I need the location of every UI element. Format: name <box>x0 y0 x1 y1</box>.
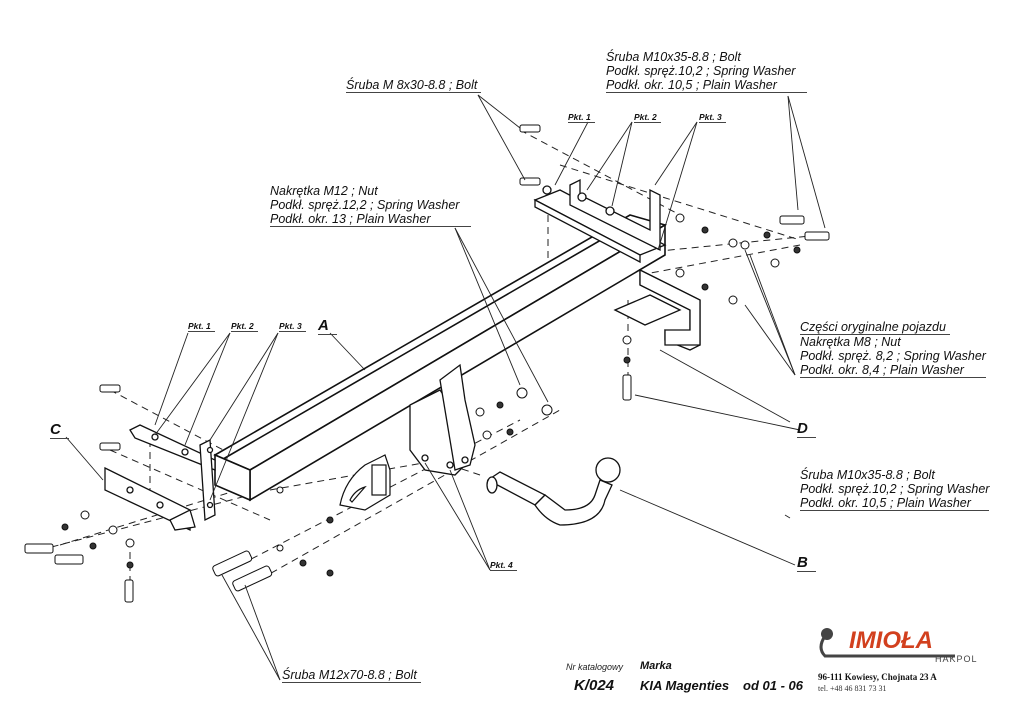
part-letter-d: D <box>797 420 816 438</box>
pkt-2-top: Pkt. 2 <box>634 112 661 123</box>
main-crossbar-a <box>213 214 668 502</box>
nut-m12-label: Nakrętka M12 ; Nut Podkł. spręż.12,2 ; S… <box>270 184 471 227</box>
pkt-1-left: Pkt. 1 <box>188 321 215 332</box>
hanger-plates <box>409 363 476 476</box>
pkt-1-top: Pkt. 1 <box>568 112 595 123</box>
part-letter-a: A <box>318 317 337 335</box>
bolt-m10-bottom-label: Śruba M10x35-8.8 ; Bolt Podkł. spręż.10,… <box>800 468 990 511</box>
fasteners <box>24 124 830 603</box>
towball-b <box>486 457 621 526</box>
bolt-m10-top-line3: Podkł. okr. 10,5 ; Plain Washer <box>606 78 807 93</box>
brand-label: Marka <box>640 660 672 672</box>
original-parts-title: Części oryginalne pojazdu <box>800 320 950 335</box>
bolt-m10-bottom-line3: Podkł. okr. 10,5 ; Plain Washer <box>800 496 990 511</box>
catalog-number-label: Nr katalogowy <box>566 662 624 672</box>
bracket-d <box>639 268 701 346</box>
bolt-m10-bottom-line2: Podkł. spręż.10,2 ; Spring Washer <box>800 482 990 496</box>
towball-swoosh-icon: IMIOŁA HAKPOL <box>819 627 978 664</box>
part-letter-b: B <box>797 554 816 572</box>
bolt-m10-top-line1: Śruba M10x35-8.8 ; Bolt <box>606 50 741 64</box>
nut-m12-line1: Nakrętka M12 ; Nut <box>270 184 378 198</box>
nut-m12-line3: Podkł. okr. 13 ; Plain Washer <box>270 212 471 227</box>
company-sub: HAKPOL <box>935 654 978 664</box>
brand-model: KIA Magenties <box>640 678 730 693</box>
pkt-4: Pkt. 4 <box>490 560 517 571</box>
company-logo: IMIOŁA HAKPOL <box>815 624 985 664</box>
catalog-number: K/024 <box>574 677 615 694</box>
bolt-m8-label: Śruba M 8x30-8.8 ; Bolt <box>346 78 482 93</box>
bolt-m10-bottom-line1: Śruba M10x35-8.8 ; Bolt <box>800 468 935 482</box>
date-range: od 01 - 06 <box>743 678 803 693</box>
company-name: IMIOŁA <box>849 627 933 654</box>
socket-plate <box>339 454 391 511</box>
pkt-3-top: Pkt. 3 <box>699 112 726 123</box>
leader-lines <box>65 94 826 681</box>
pkt-2-left: Pkt. 2 <box>231 321 258 332</box>
original-parts-line3: Podkł. spręż. 8,2 ; Spring Washer <box>800 349 986 363</box>
plate-c <box>104 466 196 532</box>
bolt-m8-text: Śruba M 8x30-8.8 ; Bolt <box>346 78 482 93</box>
company-phone: tel. +48 46 831 73 31 <box>818 684 887 693</box>
original-parts-line2: Nakrętka M8 ; Nut <box>800 335 901 349</box>
bolt-m12-label: Śruba M12x70-8.8 ; Bolt <box>282 668 421 683</box>
bolt-m10-top-line2: Podkł. spręż.10,2 ; Spring Washer <box>606 64 796 78</box>
left-bracket <box>129 424 216 522</box>
company-address: 96-111 Kowiesy, Chojnata 23 A <box>818 672 937 682</box>
part-letter-c: C <box>50 421 69 439</box>
bolt-m10-top-label: Śruba M10x35-8.8 ; Bolt Podkł. spręż.10,… <box>606 50 807 93</box>
nut-m12-line2: Podkł. spręż.12,2 ; Spring Washer <box>270 198 460 212</box>
original-parts-line4: Podkł. okr. 8,4 ; Plain Washer <box>800 363 986 378</box>
bolt-m12-text: Śruba M12x70-8.8 ; Bolt <box>282 668 421 683</box>
original-parts-label: Części oryginalne pojazdu Nakrętka M8 ; … <box>800 320 986 378</box>
pkt-3-left: Pkt. 3 <box>279 321 306 332</box>
